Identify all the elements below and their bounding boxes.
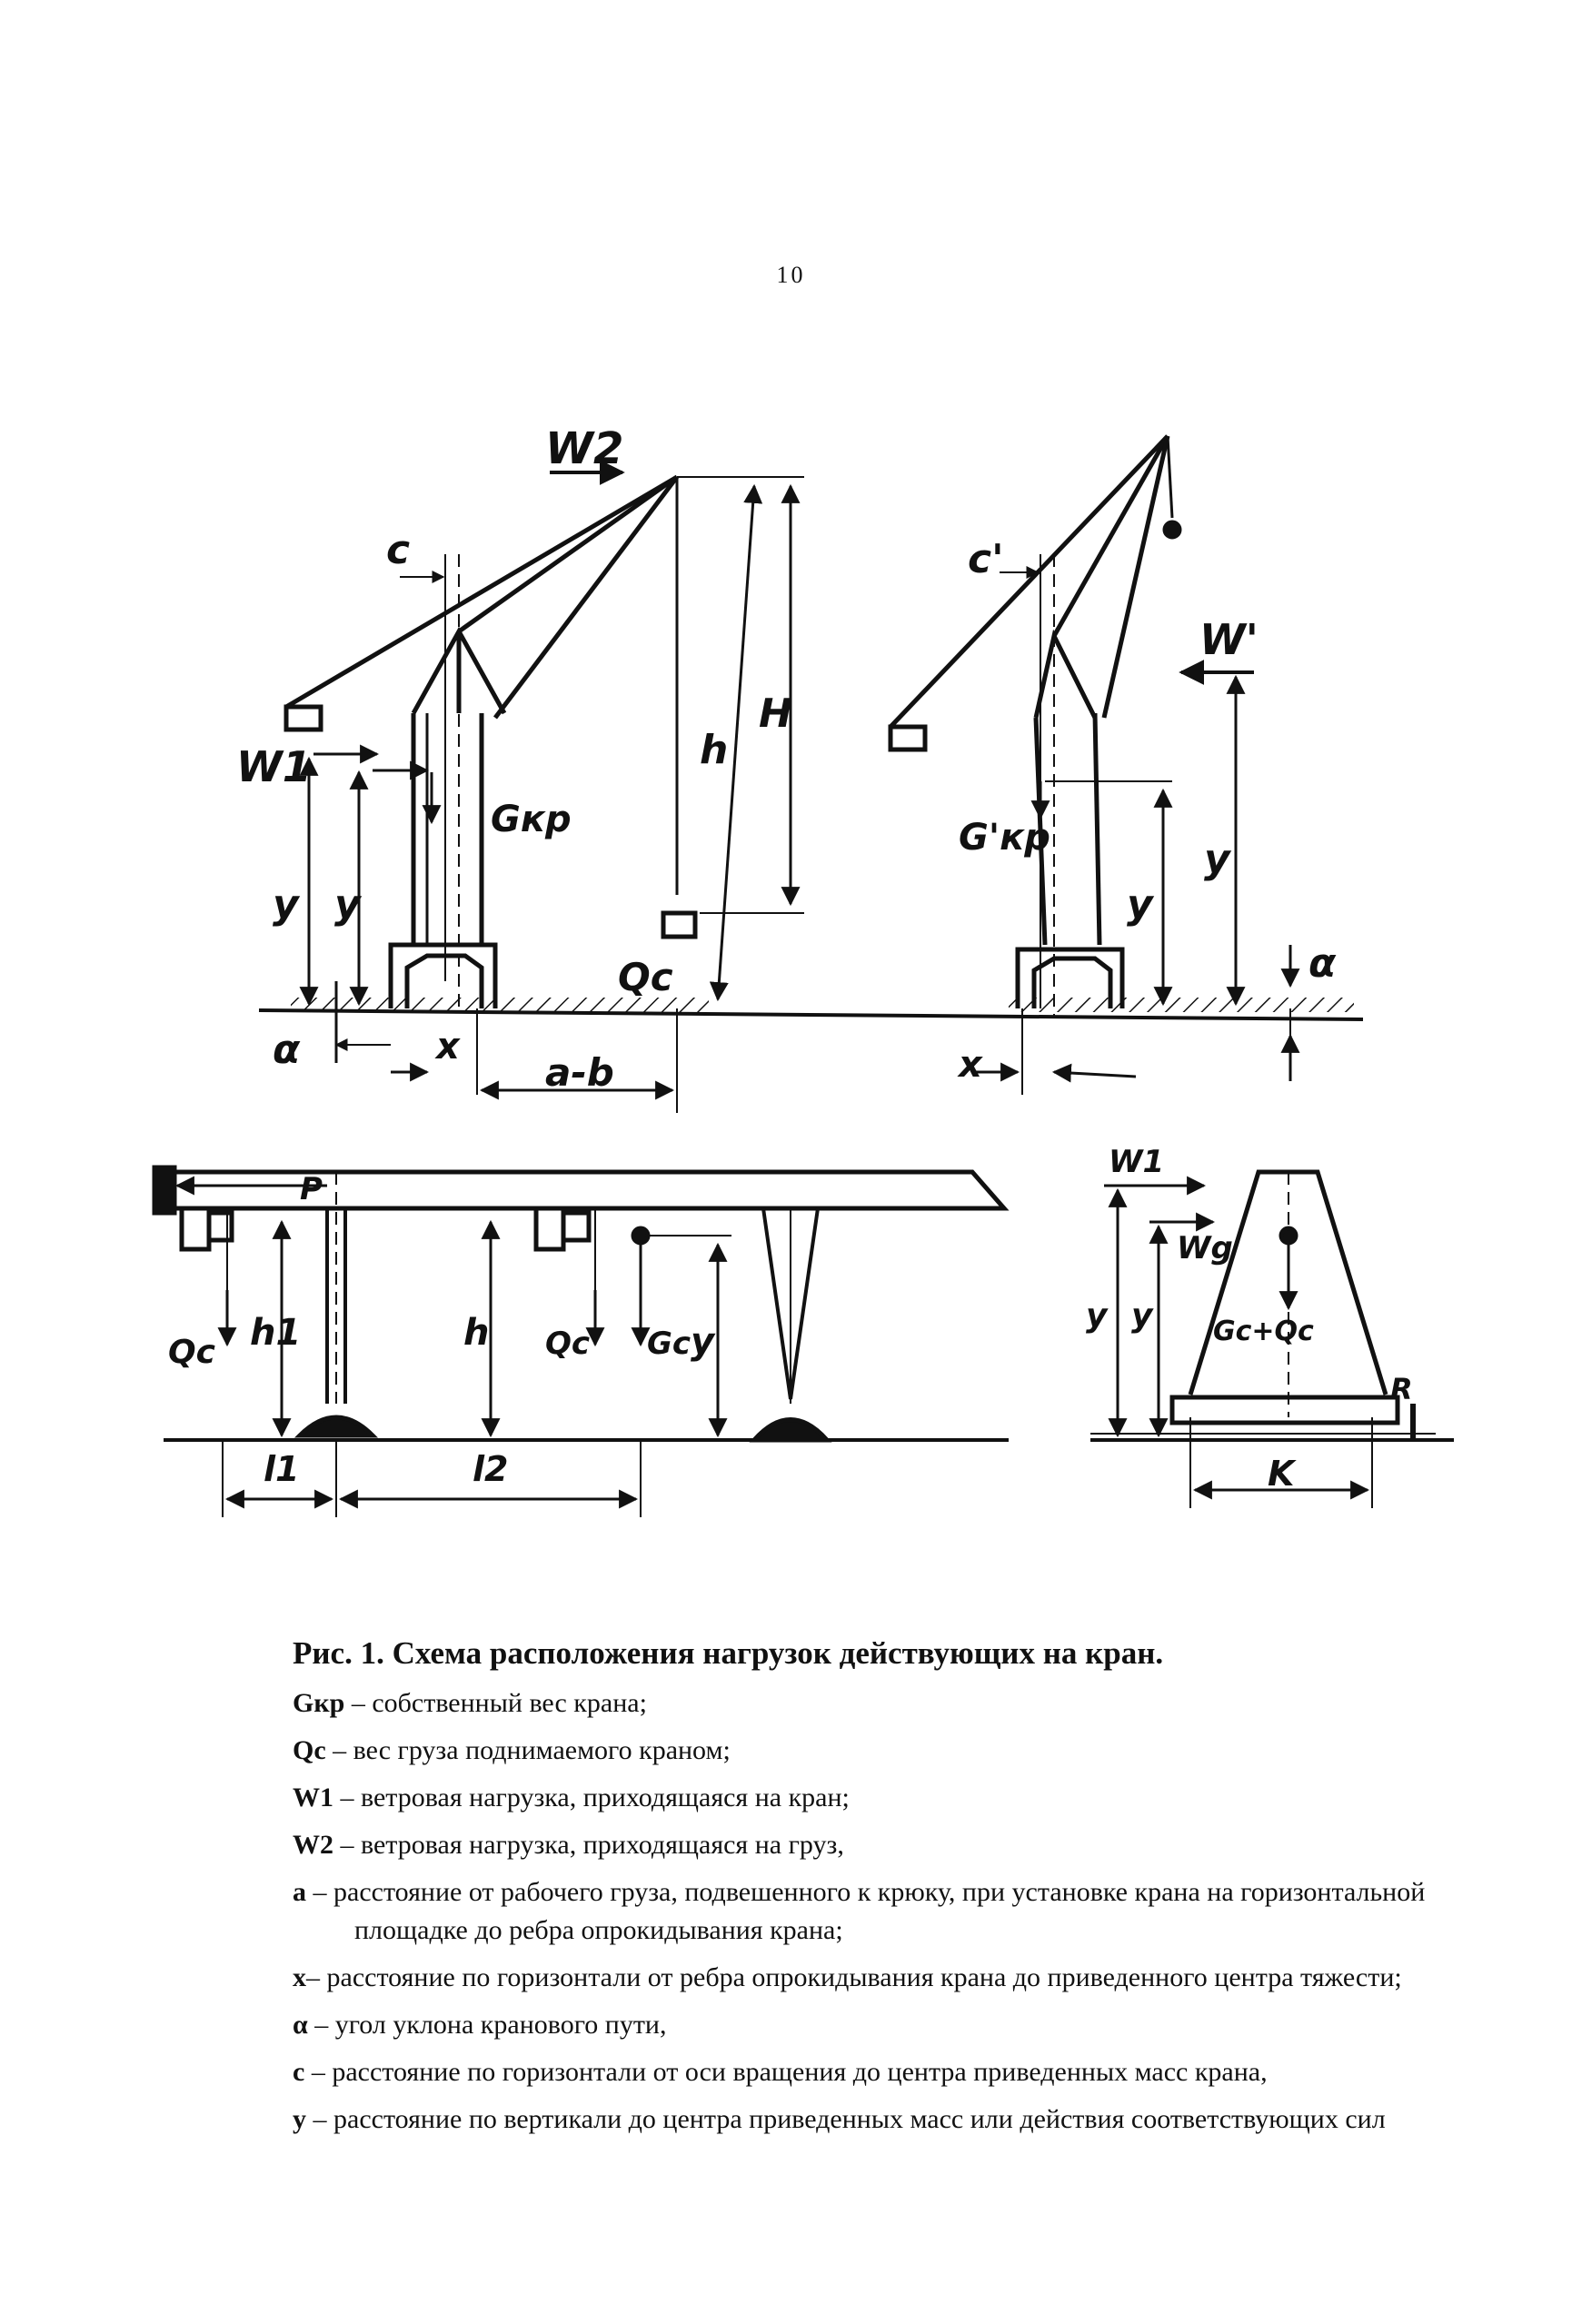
legend-symbol: α xyxy=(293,2010,308,2040)
label-y-left: y xyxy=(273,881,301,928)
legend-symbol: Qс xyxy=(293,1735,326,1765)
figure-caption: Рис. 1. Схема расположения нагрузок дейс… xyxy=(293,1635,1474,2148)
caption-title: Рис. 1. Схема расположения нагрузок дейс… xyxy=(293,1635,1164,1671)
label-Qc-gantry: Qc xyxy=(168,1334,215,1371)
legend-item: Gкр – собственный вес крана; xyxy=(293,1684,1474,1723)
side-view xyxy=(1090,1169,1454,1508)
legend-symbol: c xyxy=(293,2057,305,2087)
label-h-gantry: h xyxy=(463,1312,489,1354)
label-W2: W2 xyxy=(545,423,623,474)
label-h: h xyxy=(700,727,728,773)
label-H: H xyxy=(759,690,792,737)
label-l2: l2 xyxy=(473,1449,508,1489)
legend-item: α – угол уклона кранового пути, xyxy=(293,2006,1474,2044)
label-x-left: x xyxy=(434,1026,461,1068)
legend-text: – ветровая нагрузка, приходящаяся на гру… xyxy=(333,1830,844,1860)
label-c: c xyxy=(386,527,410,573)
legend-item: x– расстояние по горизонтали от ребра оп… xyxy=(293,1959,1474,1997)
legend-item: c – расстояние по горизонтали от оси вра… xyxy=(293,2053,1474,2091)
label-y-side: y xyxy=(1086,1297,1109,1335)
label-y-right: y xyxy=(1127,881,1155,928)
legend-text: – расстояние по вертикали до центра прив… xyxy=(306,2104,1386,2134)
label-Qc-gantry2: Qc xyxy=(545,1326,590,1362)
label-y-gantry: y xyxy=(691,1321,716,1363)
label-a-b: a-b xyxy=(545,1050,614,1095)
legend-item: W2 – ветровая нагрузка, приходящаяся на … xyxy=(293,1826,1474,1864)
label-R: R xyxy=(1390,1372,1413,1406)
legend-text: – вес груза поднимаемого краном; xyxy=(325,1735,731,1765)
crane-left xyxy=(258,460,1364,1113)
label-Qc: Qc xyxy=(618,955,673,999)
legend-symbol: Gкр xyxy=(293,1688,345,1718)
label-y-side2: y xyxy=(1131,1297,1154,1335)
label-alpha-right: α xyxy=(1308,940,1337,987)
legend-text: – собственный вес крана; xyxy=(344,1688,647,1718)
legend-text: – угол уклона кранового пути, xyxy=(307,2010,667,2040)
legend-text: – расстояние по горизонтали от ребра опр… xyxy=(306,1962,1402,1992)
label-y-left2: y xyxy=(334,881,363,928)
label-Wg: Wg xyxy=(1177,1230,1233,1266)
legend-symbol: W2 xyxy=(293,1830,333,1860)
label-Gc: Gc xyxy=(647,1326,691,1362)
label-Gc-Qc: Gc+Qc xyxy=(1213,1316,1314,1347)
legend-text: – расстояние от рабочего груза, подвешен… xyxy=(306,1877,1426,1945)
label-l1: l1 xyxy=(264,1449,299,1489)
legend-text: – ветровая нагрузка, приходящаяся на кра… xyxy=(333,1783,850,1813)
label-h1: h1 xyxy=(250,1312,301,1354)
caption-legend: Gкр – собственный вес крана; Qс – вес гр… xyxy=(293,1684,1474,2139)
legend-item: a – расстояние от рабочего груза, подвеш… xyxy=(293,1873,1474,1950)
legend-symbol: W1 xyxy=(293,1783,333,1813)
label-alpha-left: α xyxy=(273,1027,301,1073)
label-Gkr: Gкр xyxy=(491,799,572,840)
label-W1-side: W1 xyxy=(1109,1144,1164,1180)
label-P: P xyxy=(300,1171,323,1207)
crane-load-diagram: W2 c W1 Gкр h H y y Qc α x a-b c' W' xyxy=(152,423,1454,1517)
legend-item: y – расстояние по вертикали до центра пр… xyxy=(293,2101,1474,2139)
label-K: K xyxy=(1268,1454,1297,1494)
legend-item: W1 – ветровая нагрузка, приходящаяся на … xyxy=(293,1779,1474,1817)
label-x-right: x xyxy=(957,1044,983,1086)
label-c-prime: c' xyxy=(968,536,1004,582)
label-W-prime: W' xyxy=(1199,615,1259,664)
label-Gkr-prime: G'кр xyxy=(959,817,1050,859)
label-W1: W1 xyxy=(236,742,312,791)
legend-symbol: y xyxy=(293,2104,306,2134)
legend-item: Qс – вес груза поднимаемого краном; xyxy=(293,1732,1474,1770)
legend-symbol: a xyxy=(293,1877,306,1907)
label-y-right2: y xyxy=(1204,836,1232,882)
gantry-crane xyxy=(152,1165,1010,1517)
legend-text: – расстояние по горизонтали от оси враще… xyxy=(304,2057,1268,2087)
legend-symbol: x xyxy=(293,1962,306,1992)
page-number: 10 xyxy=(776,262,806,288)
crane-right xyxy=(888,434,1300,1095)
